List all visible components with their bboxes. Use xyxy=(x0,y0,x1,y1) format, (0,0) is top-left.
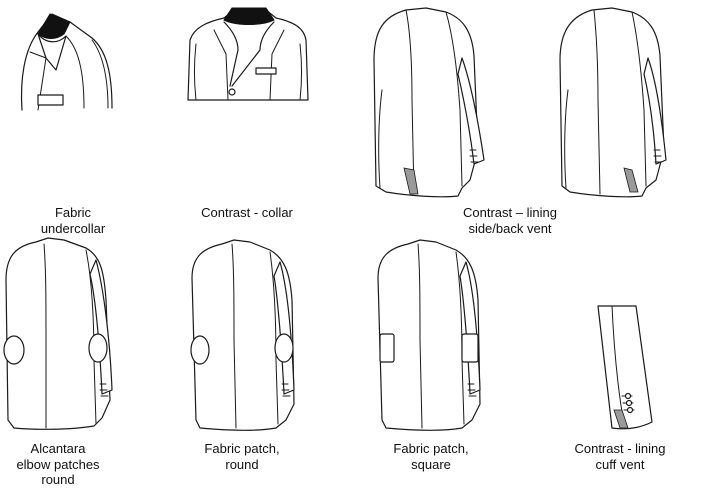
back-vent-lining-fill xyxy=(623,167,639,193)
caption-line: side/back vent xyxy=(468,220,552,236)
caption-fabric-patch-square: Fabric patch, square xyxy=(375,441,487,472)
caption-contrast-collar: Contrast - collar xyxy=(176,205,318,221)
side-vent-jacket-illustration xyxy=(373,7,485,198)
caption-alcantara-elbow-patches-round: Alcantara elbow patches round xyxy=(2,441,114,488)
caption-line: round xyxy=(225,456,259,472)
elbow-patch-round xyxy=(274,333,294,363)
undercollar-jacket-illustration xyxy=(20,13,113,111)
cuff-vent-sleeve-illustration xyxy=(597,305,653,430)
fabric-patch-square-jacket-illustration xyxy=(377,239,481,431)
caption-fabric-undercollar: Fabric undercollar xyxy=(18,205,128,236)
side-vent-lining-fill xyxy=(403,167,419,195)
caption-line: Fabric patch, xyxy=(204,441,280,456)
undercollar-fill xyxy=(37,13,71,39)
contrast-collar-jacket-illustration xyxy=(187,7,309,101)
caption-line: cuff vent xyxy=(595,456,645,472)
caption-line: Contrast - lining xyxy=(574,441,666,456)
back-vent-jacket-illustration xyxy=(559,7,667,198)
elbow-patch-round xyxy=(88,333,108,363)
elbow-patch-square xyxy=(461,333,479,363)
caption-contrast-lining-side-back-vent: Contrast – lining side/back vent xyxy=(445,205,575,236)
contrast-collar-fill xyxy=(223,7,275,25)
caption-contrast-lining-cuff-vent: Contrast - lining cuff vent xyxy=(560,441,680,472)
caption-line: undercollar xyxy=(40,220,106,236)
caption-line: elbow patches xyxy=(16,456,100,472)
caption-line: Contrast – lining xyxy=(463,205,557,220)
caption-line: round xyxy=(41,472,75,487)
caption-line: Fabric xyxy=(54,205,92,220)
caption-line: Alcantara xyxy=(30,441,86,456)
caption-fabric-patch-round: Fabric patch, round xyxy=(186,441,298,472)
cuff-vent-lining-fill xyxy=(613,409,629,429)
alcantara-elbow-patch-jacket-illustration xyxy=(3,237,113,430)
caption-line: square xyxy=(411,456,451,472)
caption-line: Contrast - collar xyxy=(201,205,293,220)
caption-line: Fabric patch, xyxy=(393,441,469,456)
fabric-patch-round-jacket-illustration xyxy=(190,239,295,431)
